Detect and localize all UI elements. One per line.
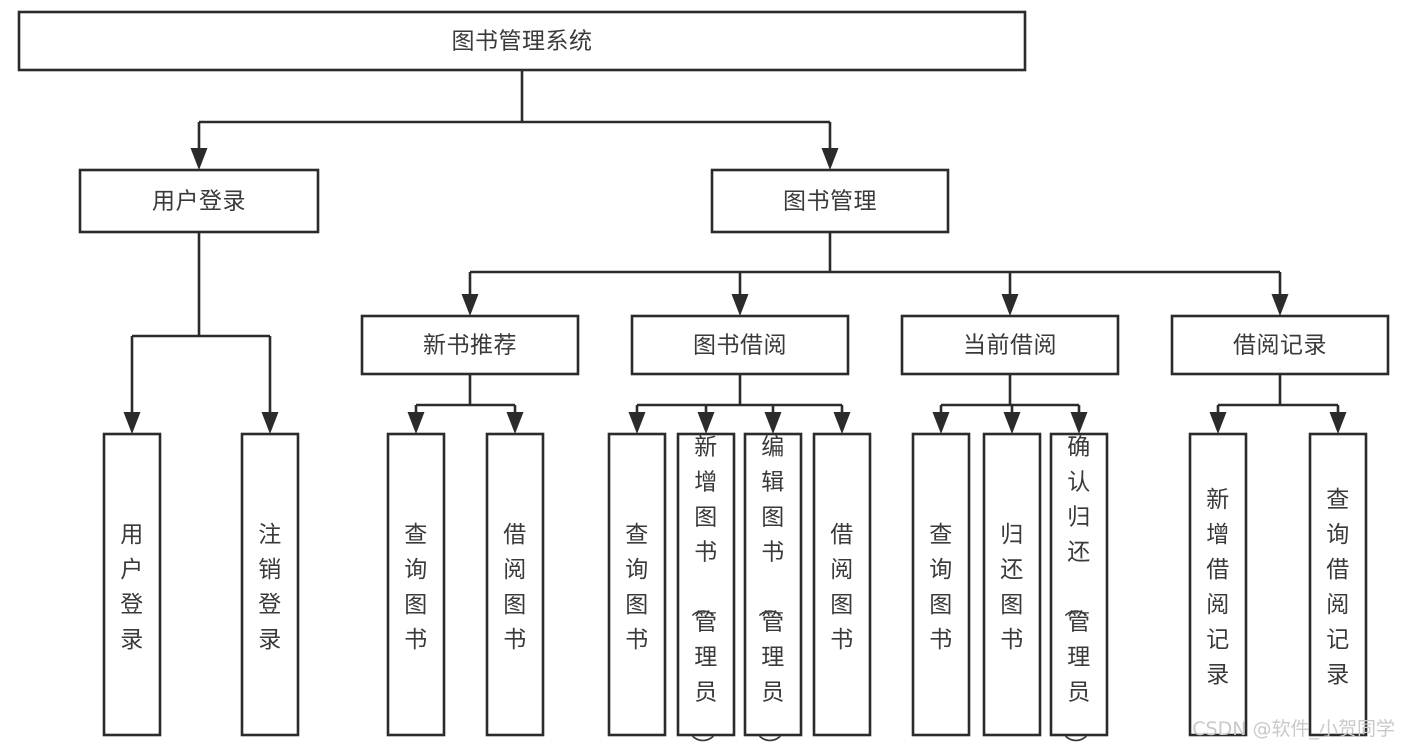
node-label-leaf-confirm-return: 确认归还（管理员） — [1061, 434, 1091, 747]
node-label-book-borrow: 图书借阅 — [693, 333, 787, 359]
node-label-book-manage: 图书管理 — [783, 189, 877, 215]
node-label-leaf-borrow-book-2: 借阅图书 — [830, 522, 854, 653]
node-label-leaf-logout: 注销登录 — [258, 522, 282, 653]
node-layer: 图书管理系统用户登录图书管理新书推荐图书借阅当前借阅借阅记录用户登录注销登录查询… — [17, 10, 1390, 747]
node-box-leaf-logout[interactable] — [240, 432, 300, 737]
node-box-leaf-query-record[interactable] — [1308, 432, 1368, 737]
node-book-manage[interactable]: 图书管理 — [710, 168, 950, 234]
node-leaf-return-book[interactable]: 归还图书 — [982, 432, 1042, 737]
node-leaf-query-book-2[interactable]: 查询图书 — [607, 432, 667, 737]
node-leaf-borrow-book-2[interactable]: 借阅图书 — [812, 432, 872, 737]
node-box-new-book-rec[interactable] — [360, 314, 580, 376]
node-box-root[interactable] — [17, 10, 1027, 72]
node-label-leaf-query-record: 查询借阅记录 — [1326, 487, 1350, 688]
connector-group-borrow-record — [1209, 374, 1347, 434]
node-root[interactable]: 图书管理系统 — [17, 10, 1027, 72]
node-box-leaf-borrow-book-2[interactable] — [812, 432, 872, 737]
node-leaf-query-record[interactable]: 查询借阅记录 — [1308, 432, 1368, 737]
connector-group-new-book-rec — [407, 374, 524, 434]
node-label-leaf-query-book-1: 查询图书 — [404, 522, 428, 653]
node-borrow-record[interactable]: 借阅记录 — [1170, 314, 1390, 376]
node-leaf-edit-book[interactable]: 编辑图书（管理员） — [743, 432, 803, 747]
node-label-leaf-add-book: 新增图书（管理员） — [688, 434, 718, 747]
connector-group-user-login — [123, 232, 279, 434]
node-label-leaf-add-record: 新增借阅记录 — [1206, 487, 1230, 688]
node-current-borrow[interactable]: 当前借阅 — [900, 314, 1120, 376]
node-box-leaf-query-book-3[interactable] — [911, 432, 971, 737]
node-user-login[interactable]: 用户登录 — [78, 168, 320, 234]
node-box-leaf-confirm-return[interactable] — [1049, 432, 1109, 737]
node-leaf-add-book[interactable]: 新增图书（管理员） — [676, 432, 736, 747]
node-box-borrow-record[interactable] — [1170, 314, 1390, 376]
connector-group-book-borrow — [628, 374, 851, 434]
node-label-new-book-rec: 新书推荐 — [423, 333, 517, 359]
node-label-root: 图书管理系统 — [452, 29, 593, 55]
node-label-borrow-record: 借阅记录 — [1233, 333, 1327, 359]
node-box-leaf-user-login[interactable] — [102, 432, 162, 737]
node-new-book-rec[interactable]: 新书推荐 — [360, 314, 580, 376]
node-box-book-manage[interactable] — [710, 168, 950, 234]
node-label-leaf-return-book: 归还图书 — [1000, 522, 1024, 653]
node-leaf-borrow-book-1[interactable]: 借阅图书 — [485, 432, 545, 737]
node-leaf-user-login[interactable]: 用户登录 — [102, 432, 162, 737]
node-box-leaf-query-book-1[interactable] — [386, 432, 446, 737]
connector-group-current-borrow — [932, 374, 1088, 434]
node-box-book-borrow[interactable] — [630, 314, 850, 376]
node-leaf-query-book-1[interactable]: 查询图书 — [386, 432, 446, 737]
node-box-leaf-add-book[interactable] — [676, 432, 736, 737]
node-label-leaf-edit-book: 编辑图书（管理员） — [755, 434, 785, 747]
connector-group-root — [190, 70, 839, 170]
node-box-leaf-borrow-book-1[interactable] — [485, 432, 545, 737]
node-box-user-login[interactable] — [78, 168, 320, 234]
node-leaf-confirm-return[interactable]: 确认归还（管理员） — [1049, 432, 1109, 747]
node-label-leaf-query-book-3: 查询图书 — [929, 522, 953, 653]
connector-group-book-manage — [461, 232, 1289, 316]
node-leaf-logout[interactable]: 注销登录 — [240, 432, 300, 737]
node-box-leaf-query-book-2[interactable] — [607, 432, 667, 737]
node-label-leaf-user-login: 用户登录 — [120, 522, 144, 653]
node-box-leaf-add-record[interactable] — [1188, 432, 1248, 737]
node-box-current-borrow[interactable] — [900, 314, 1120, 376]
connector-layer — [123, 70, 1347, 434]
node-label-user-login: 用户登录 — [152, 189, 246, 215]
node-leaf-add-record[interactable]: 新增借阅记录 — [1188, 432, 1248, 737]
node-box-leaf-return-book[interactable] — [982, 432, 1042, 737]
node-label-leaf-query-book-2: 查询图书 — [625, 522, 649, 653]
node-leaf-query-book-3[interactable]: 查询图书 — [911, 432, 971, 737]
node-box-leaf-edit-book[interactable] — [743, 432, 803, 737]
node-label-leaf-borrow-book-1: 借阅图书 — [503, 522, 527, 653]
node-label-current-borrow: 当前借阅 — [963, 333, 1057, 359]
node-book-borrow[interactable]: 图书借阅 — [630, 314, 850, 376]
